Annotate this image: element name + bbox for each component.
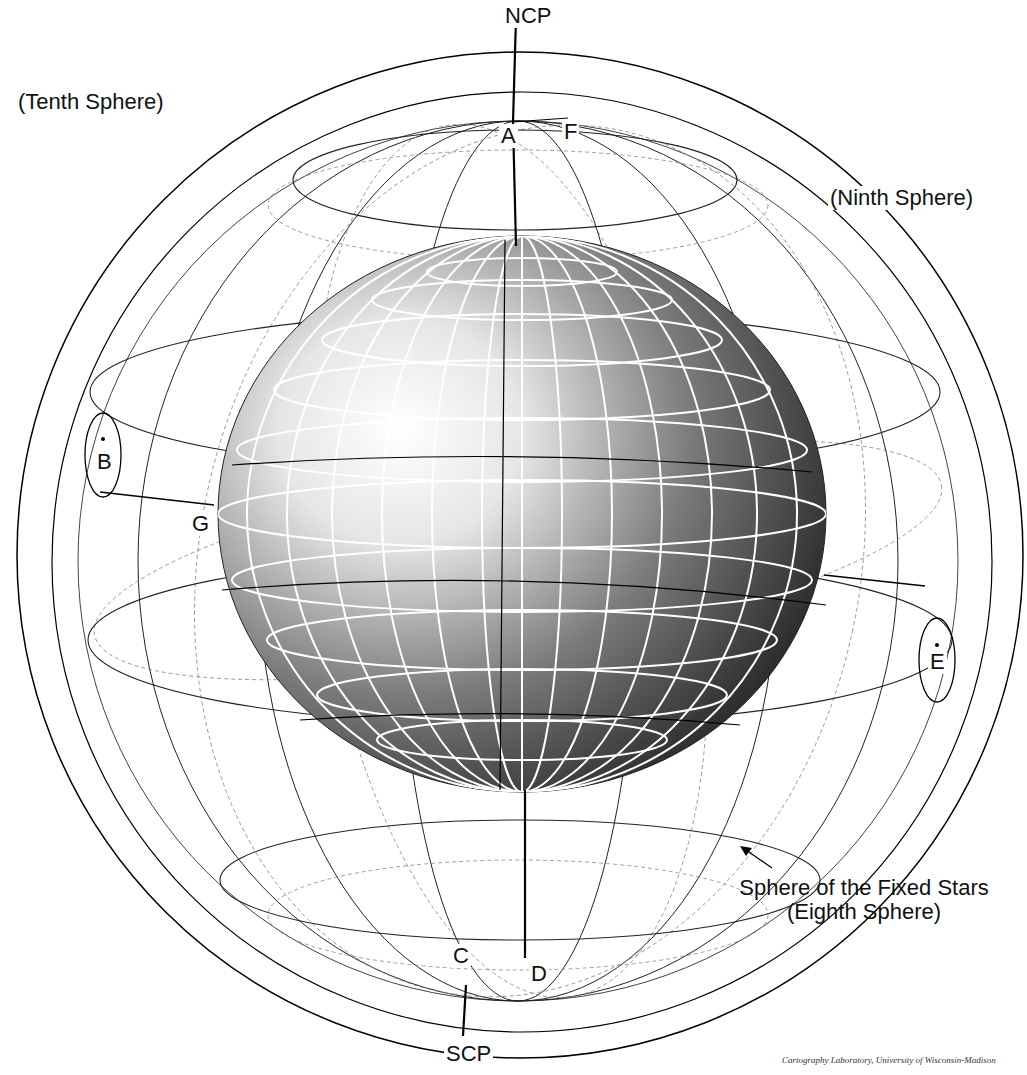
part-label: (Ninth Sphere)	[828, 186, 975, 210]
part-label: SCP	[444, 1042, 493, 1066]
part-label: A	[499, 124, 518, 148]
part-label: Sphere of the Fixed Stars (Eighth Sphere…	[712, 876, 1016, 924]
part-label: (Tenth Sphere)	[16, 90, 166, 114]
part-label: D	[529, 962, 549, 986]
part-label: C	[451, 944, 471, 968]
part-label: NCP	[503, 4, 553, 28]
part-label: E	[928, 650, 947, 674]
part-label: B	[95, 450, 114, 474]
part-label: G	[190, 512, 211, 536]
part-label: F	[562, 120, 579, 144]
credit-note: Cartography Laboratory, University of Wi…	[780, 1056, 998, 1066]
